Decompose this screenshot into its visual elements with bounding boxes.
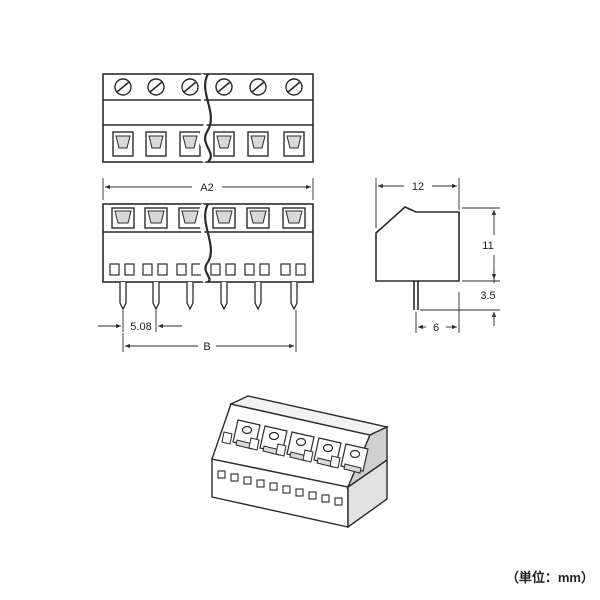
side-view	[375, 206, 460, 310]
iso-screw	[268, 431, 280, 441]
dimension-pin-length-label: 3.5	[480, 290, 495, 302]
test-window	[244, 263, 255, 276]
top-wire-pockets	[112, 131, 305, 157]
iso-screw	[241, 425, 253, 435]
front-pocket-inner	[147, 210, 165, 224]
pin	[186, 282, 194, 311]
screw-slot	[287, 81, 301, 93]
iso-screw	[349, 449, 361, 459]
pin	[152, 282, 160, 311]
front-pocket-inner	[285, 210, 303, 224]
screw-slot	[251, 81, 265, 93]
iso-test-window	[295, 488, 304, 497]
front-pocket-inner	[215, 210, 233, 224]
test-window	[210, 263, 221, 276]
iso-terminal-cells	[221, 419, 369, 474]
isometric-view	[211, 395, 390, 529]
test-window	[142, 263, 153, 276]
iso-pocket	[343, 463, 362, 474]
front-pins	[119, 282, 298, 311]
top-view	[102, 73, 314, 164]
iso-test-window	[256, 479, 265, 488]
pin	[254, 282, 262, 311]
iso-side-slot	[221, 431, 233, 445]
iso-side-slot	[302, 449, 314, 463]
dimension-a2-label: A2	[200, 182, 213, 194]
screw-slot	[183, 81, 197, 93]
front-test-windows	[109, 263, 306, 276]
wire-pocket-inner	[250, 135, 266, 149]
test-window	[157, 263, 168, 276]
pin	[220, 282, 228, 311]
iso-test-window	[334, 497, 343, 506]
wire-pocket-inner	[286, 135, 302, 149]
wire-pocket-inner	[148, 135, 164, 149]
iso-test-window	[282, 485, 291, 494]
iso-test-window	[243, 476, 252, 485]
unit-label: （単位：mm）	[506, 570, 594, 585]
wire-pocket-inner	[216, 135, 232, 149]
dimension-pitch	[98, 310, 182, 332]
iso-test-window	[308, 491, 317, 500]
pin	[290, 282, 298, 311]
front-pocket-inner	[249, 210, 267, 224]
top-screw-heads	[114, 78, 303, 96]
pin	[119, 282, 127, 311]
screw-slot	[116, 81, 130, 93]
front-wire-pockets	[111, 207, 306, 229]
test-window	[259, 263, 270, 276]
test-window	[295, 263, 306, 276]
dimension-a2	[102, 178, 314, 200]
dimension-b-label: B	[203, 341, 210, 353]
test-window	[280, 263, 291, 276]
test-window	[109, 263, 120, 276]
iso-test-window	[217, 470, 226, 479]
test-window	[176, 263, 187, 276]
dimension-height-label: 11	[482, 240, 493, 252]
front-view	[102, 203, 314, 311]
iso-test-window	[230, 473, 239, 482]
test-window	[124, 263, 135, 276]
front-pocket-inner	[114, 210, 132, 224]
screw-slot	[149, 81, 163, 93]
wire-pocket-inner	[115, 135, 131, 149]
iso-side-slot	[248, 437, 260, 451]
dimension-pin-offset-label: 6	[433, 322, 439, 334]
iso-side-slot	[275, 443, 287, 457]
iso-test-window	[269, 482, 278, 491]
iso-side-slot	[329, 455, 341, 469]
front-pocket-inner	[181, 210, 199, 224]
iso-screw	[295, 437, 307, 447]
dimension-pitch-label: 5.08	[130, 321, 151, 333]
iso-test-window	[321, 494, 330, 503]
iso-screw	[322, 443, 334, 453]
dimension-b	[122, 310, 297, 352]
side-dimension-lines	[375, 178, 500, 333]
test-window	[225, 263, 236, 276]
dimension-width-label: 12	[412, 181, 424, 193]
wire-pocket-inner	[182, 135, 198, 149]
iso-test-windows	[217, 470, 343, 506]
screw-slot	[217, 81, 231, 93]
